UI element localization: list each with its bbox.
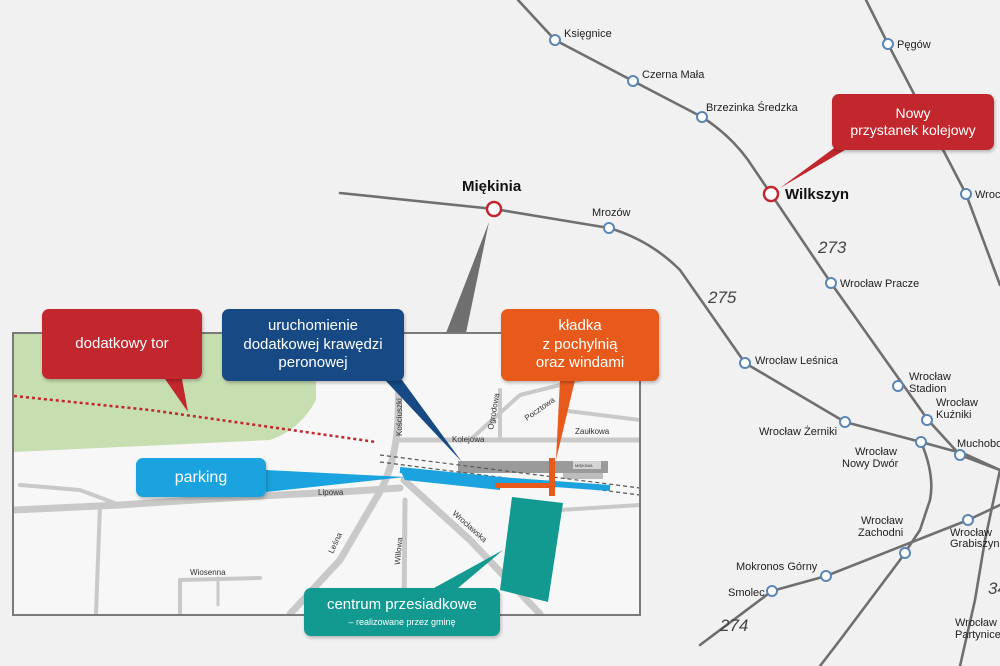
label-mrozow: Mrozów — [592, 207, 631, 219]
street-zaulkowa: Zaułkowa — [575, 427, 610, 436]
key-stations — [485, 185, 780, 218]
street-wiosenna: Wiosenna — [190, 568, 226, 577]
station-wroclaw-stadion[interactable] — [892, 380, 904, 392]
station-wroc-edge[interactable] — [960, 188, 972, 200]
callout-platform-edge-line-3: peronowej — [278, 354, 348, 372]
station-wroclaw-nowy-dwor[interactable] — [915, 436, 927, 448]
label-brzezinka: Brzezinka Średzka — [706, 101, 799, 114]
detail-pointer — [446, 222, 489, 333]
label-wroclaw-pracze: Wrocław Pracze — [840, 278, 919, 290]
additional-track — [14, 394, 377, 444]
footbridge-vertical — [549, 458, 555, 496]
station-pegow[interactable] — [882, 38, 894, 50]
callout-parking-label: parking — [174, 468, 228, 486]
callout-new-stop-line-2: przystanek kolejowy — [850, 122, 976, 138]
station-wroclaw-zachodni[interactable] — [899, 547, 911, 559]
station-building-label: MIĘKINIA — [575, 463, 593, 468]
label-czerna-mala: Czerna Mała — [642, 69, 705, 81]
callout-platform-edge: uruchomienie dodatkowej krawędzi peronow… — [222, 309, 404, 381]
label-wroc-edge: Wroc — [975, 189, 1000, 201]
label-smolec: Smolec — [728, 587, 765, 599]
callout-transfer-center: centrum przesiadkowe – realizowane przez… — [304, 588, 500, 636]
callout-transfer-center-subtitle: – realizowane przez gminę — [348, 616, 456, 627]
footbridge-horizontal — [495, 483, 555, 488]
station-wroclaw-kuzniki[interactable] — [921, 414, 933, 426]
station-ksiegnice[interactable] — [549, 34, 561, 46]
station-wroclaw-lesnica[interactable] — [739, 357, 751, 369]
label-wroclaw-lesnica: Wrocław Leśnica — [755, 355, 839, 367]
station-smolec[interactable] — [766, 585, 778, 597]
station-brzezinka[interactable] — [696, 111, 708, 123]
station-wilkszyn[interactable] — [762, 185, 780, 203]
station-wroclaw-pracze[interactable] — [825, 277, 837, 289]
pointer-kladka — [556, 380, 575, 460]
line-number-274: 274 — [719, 616, 748, 635]
station-labels: Księgnice Czerna Mała Brzezinka Średzka … — [462, 28, 1000, 641]
callout-transfer-center-title: centrum przesiadkowe — [326, 596, 478, 613]
label-wilkszyn: Wilkszyn — [785, 186, 849, 203]
rail-line-grab — [818, 440, 933, 666]
callout-parking: parking — [136, 458, 266, 497]
pointer-parking — [266, 470, 405, 492]
callout-additional-track: dodatkowy tor — [42, 309, 202, 379]
station-mrozow[interactable] — [603, 222, 615, 234]
building — [563, 472, 603, 479]
callout-platform-edge-line-1: uruchomienie — [267, 316, 359, 334]
callout-new-stop-line-1: Nowy — [895, 104, 931, 121]
station-czerna-mala[interactable] — [627, 75, 639, 87]
callout-new-stop: Nowy przystanek kolejowy — [832, 94, 994, 150]
callout-footbridge-line-1: kładka — [558, 316, 602, 334]
line-numbers: 273 275 274 34 — [707, 238, 1000, 635]
station-muchobor[interactable] — [954, 449, 966, 461]
street-lipowa: Lipowa — [318, 488, 344, 497]
pointer-centrum — [434, 550, 503, 588]
label-muchobor: Muchobo — [957, 438, 1000, 450]
callout-footbridge: kładka z pochylnią oraz windami — [501, 309, 659, 381]
street-kolejowa: Kolejowa — [452, 435, 485, 444]
callout-platform-edge-line-2: dodatkowej krawędzi — [243, 335, 383, 353]
pointer-kraw — [385, 380, 462, 462]
label-wroclaw-zerniki: Wrocław Żerniki — [759, 425, 837, 438]
callout-pointers — [165, 140, 862, 588]
street-willowa: Willowa — [393, 536, 404, 565]
streets — [14, 334, 639, 614]
station-wroclaw-zerniki[interactable] — [839, 416, 851, 428]
callout-additional-track-label: dodatkowy tor — [75, 334, 169, 352]
label-miekinia: Miękinia — [462, 178, 522, 195]
station-miekinia[interactable] — [485, 200, 503, 218]
label-mokronos: Mokronos Górny — [736, 561, 818, 573]
stations — [549, 34, 974, 597]
pointer-nowy — [780, 140, 862, 188]
station-mokronos[interactable] — [820, 570, 832, 582]
line-number-275: 275 — [707, 288, 737, 307]
callout-footbridge-line-3: oraz windami — [535, 354, 625, 372]
platform — [458, 461, 608, 473]
callout-footbridge-line-2: z pochylnią — [542, 335, 618, 353]
label-ksiegnice: Księgnice — [564, 28, 612, 40]
pointer-tor — [165, 379, 188, 412]
line-number-34: 34 — [988, 579, 1000, 598]
station-building — [573, 461, 601, 469]
street-kosciuszki: Kościuszki — [395, 398, 404, 436]
line-number-273: 273 — [817, 238, 847, 257]
rail-line-partynice — [958, 468, 1000, 666]
label-pegow: Pęgów — [897, 39, 931, 51]
transfer-center-area — [500, 497, 563, 602]
station-wroclaw-grabiszyn[interactable] — [962, 514, 974, 526]
parking-area — [400, 470, 500, 490]
